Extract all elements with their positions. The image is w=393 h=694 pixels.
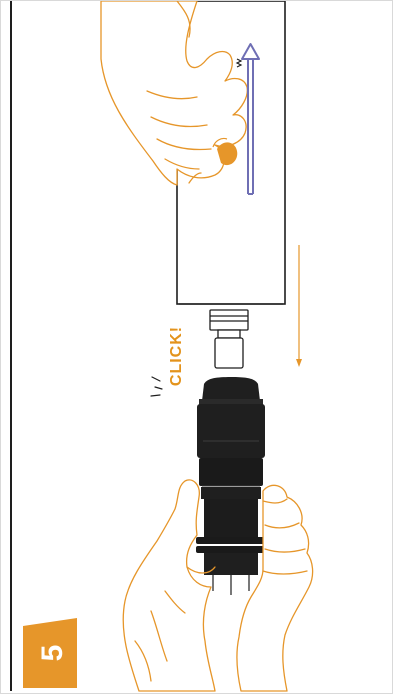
upper-hand <box>100 1 248 186</box>
left-border-line <box>10 1 12 691</box>
click-annotation: CLICK! <box>168 325 185 387</box>
arrow-up-icon <box>241 43 260 195</box>
step-number: 5 <box>36 644 69 662</box>
arrow-down-icon <box>296 245 302 367</box>
motion-lines-icon <box>235 58 243 68</box>
click-burst-icon <box>150 376 163 397</box>
filter-cartridge <box>196 377 266 595</box>
release-button <box>212 137 238 166</box>
step-badge-shape <box>23 618 77 688</box>
step-badge: 5 <box>23 618 77 688</box>
lower-right-hand <box>236 484 314 692</box>
device-connector <box>209 309 249 369</box>
lower-left-hand <box>122 479 216 692</box>
